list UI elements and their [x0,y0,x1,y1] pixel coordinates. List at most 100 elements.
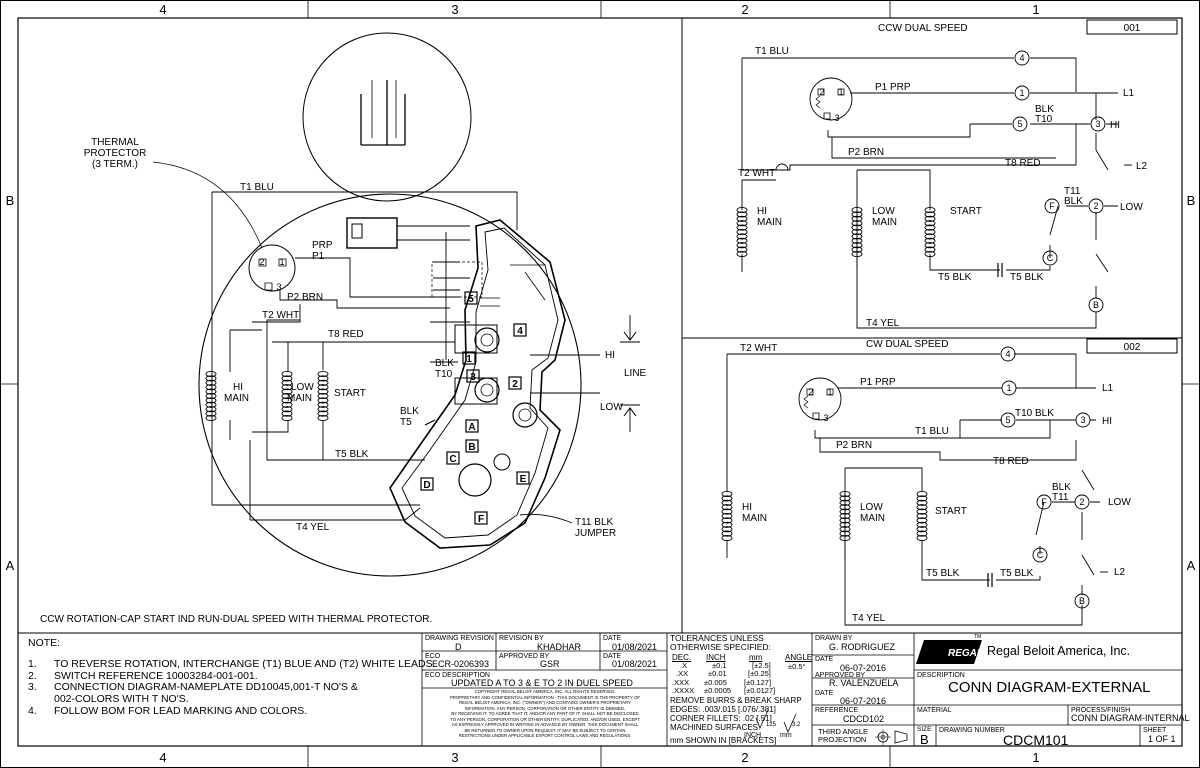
drawing-revision: D [455,642,462,652]
d001-node-5: 5 [1017,119,1022,129]
terminal-e: E [520,474,527,485]
note-item: 002-COLORS WITH T NO'S. [28,693,436,706]
line-hi-label: HI [605,350,615,361]
d001-hi: HI [1110,120,1120,131]
wire-blk-t5-label: BLK [400,406,419,417]
zone-right-a: A [1187,558,1196,573]
d002-low-main-label: MAIN [860,513,885,524]
finish-inch-value: 125 [766,722,777,728]
d001-node-c: C [1047,253,1054,263]
copyright-line: BY RECEIVING IT, TO AGREE THAT IT, AND/O… [451,711,639,716]
jumper-label-1: T11 BLK [575,517,613,528]
d001-low: LOW [1120,202,1143,213]
d001-p2-brn: P2 BRN [848,147,884,158]
projection-label-line: PROJECTION [818,734,867,744]
d002-node-4: 4 [1005,349,1010,359]
d002-id: 002 [1124,342,1141,353]
d001-t10: T10 [1035,114,1053,125]
d002-t1-blu: T1 BLU [915,426,949,437]
coil-hi-label: HI [233,382,243,393]
d001-node-1: 1 [1019,88,1024,98]
copyright-line: INFORMATION. ANY PERSON, CORPORATION OR … [464,705,626,711]
d002-hi-main-label: MAIN [742,513,767,524]
d002-p1-prp: P1 PRP [860,377,896,388]
zone-left-b: B [6,193,15,208]
d001-t11: T11 [1064,186,1081,197]
tolerance-table: .X±0.1[±2.5] .XX±0.01[±0.25] .XXX±0.005[… [672,661,775,696]
protector-term-1: 1 [279,257,284,267]
revision-date-label: DATE [603,635,622,642]
approved2-date: 06-07-2016 [840,696,887,706]
description: CONN DIAGRAM-EXTERNAL [948,679,1151,696]
tolerance-title: TOLERANCES UNLESS OTHERWISE SPECIFIED: [670,634,771,652]
d002-t11: T11 [1052,492,1069,503]
revision-by-label: REVISION BY [499,635,544,642]
drawing-number-label: DRAWING NUMBER [939,727,1005,734]
d002-t2-wht: T2 WHT [740,343,777,354]
terminal-2: 2 [512,379,518,390]
d001-t4-yel: T4 YEL [866,318,900,329]
protector-term-3: 3 [276,282,281,292]
d001-hi-label: HI [757,206,767,217]
d001-prot-3: 3 [834,113,839,123]
approved-date: 01/08/2021 [612,659,658,669]
notes-section: NOTE: 1.TO REVERSE ROTATION, INTERCHANGE… [28,637,436,718]
tol-dec: .XXXX [672,686,695,696]
zone-right-b: B [1187,193,1196,208]
d001-low-main-label: MAIN [872,217,897,228]
tol-mm: [±2.5] [752,661,771,670]
size: B [920,732,929,747]
d002-prot-3: 3 [823,413,828,423]
diagram-001-ccw [736,19,1178,329]
drawn-date-label: DATE [815,656,834,663]
zone-top-4: 4 [159,2,166,17]
zone-left-a: A [6,558,15,573]
zone-top-1: 1 [1032,2,1039,17]
wire-t5-blk: T5 BLK [335,449,369,460]
d001-t1-blu: T1 BLU [755,46,789,57]
process-label: PROCESS/FINISH [1071,707,1131,714]
d002-t4-yel: T4 YEL [852,613,886,624]
terminal-3: 3 [470,372,476,383]
terminal-5: 5 [468,294,474,305]
sheet-label: SHEET [1143,727,1167,734]
d002-p2-brn: P2 BRN [836,440,872,451]
copyright-line: RESTRICTIONS UNDER APPLICABLE EXPORT CON… [458,733,632,738]
edges-tolerance: EDGES: .003/.015 [.076/.381] [670,705,776,714]
wire-t4-yel: T4 YEL [296,522,330,533]
approved2-label: APPROVED BY [815,672,866,679]
d002-node-f: F [1041,497,1047,507]
d002-node-1: 1 [1006,383,1011,393]
revision-date: 01/08/2021 [612,642,658,652]
d001-blk2: BLK [1064,196,1083,207]
d001-node-3: 3 [1095,119,1100,129]
d001-t5-blk-a: T5 BLK [938,272,972,283]
wire-p2-brn: P2 BRN [287,292,323,303]
tol-inch: ±0.005 [704,677,727,687]
tol-head-mm: mm [749,653,763,662]
wire-blk-label: BLK [435,358,454,369]
d002-l2: L2 [1114,567,1126,578]
note-text: TO REVERSE ROTATION, INTERCHANGE (T1) BL… [54,657,436,670]
trademark: TM [974,634,982,640]
tol-dec: .XX [676,669,689,679]
zone-bottom-3: 3 [451,750,458,765]
protector-term-2: 2 [259,257,264,267]
reference-label: REFERENCE [815,707,859,714]
material-label: MATERIAL [917,707,952,714]
diagram-002-cw [721,338,1178,626]
process-finish: CONN DIAGRAM-INTERNAL [1071,713,1190,723]
angle-tolerance: ±0.5° [788,662,806,671]
tol-mm: [±0.127] [744,677,772,687]
coil-hi-main-label: MAIN [224,393,249,404]
terminal-f: F [478,514,484,525]
wire-prp: PRP [312,240,333,251]
d001-l2: L2 [1136,161,1148,172]
notes-heading: NOTE: [28,637,61,649]
d001-node-b: B [1093,300,1099,310]
d002-t5-blk-a: T5 BLK [926,568,960,579]
d001-t8-red: T8 RED [1005,158,1041,169]
drawing-revision-label: DRAWING REVISION [425,635,494,642]
d001-start: START [950,206,982,217]
d001-prot-2: 2 [819,87,824,97]
